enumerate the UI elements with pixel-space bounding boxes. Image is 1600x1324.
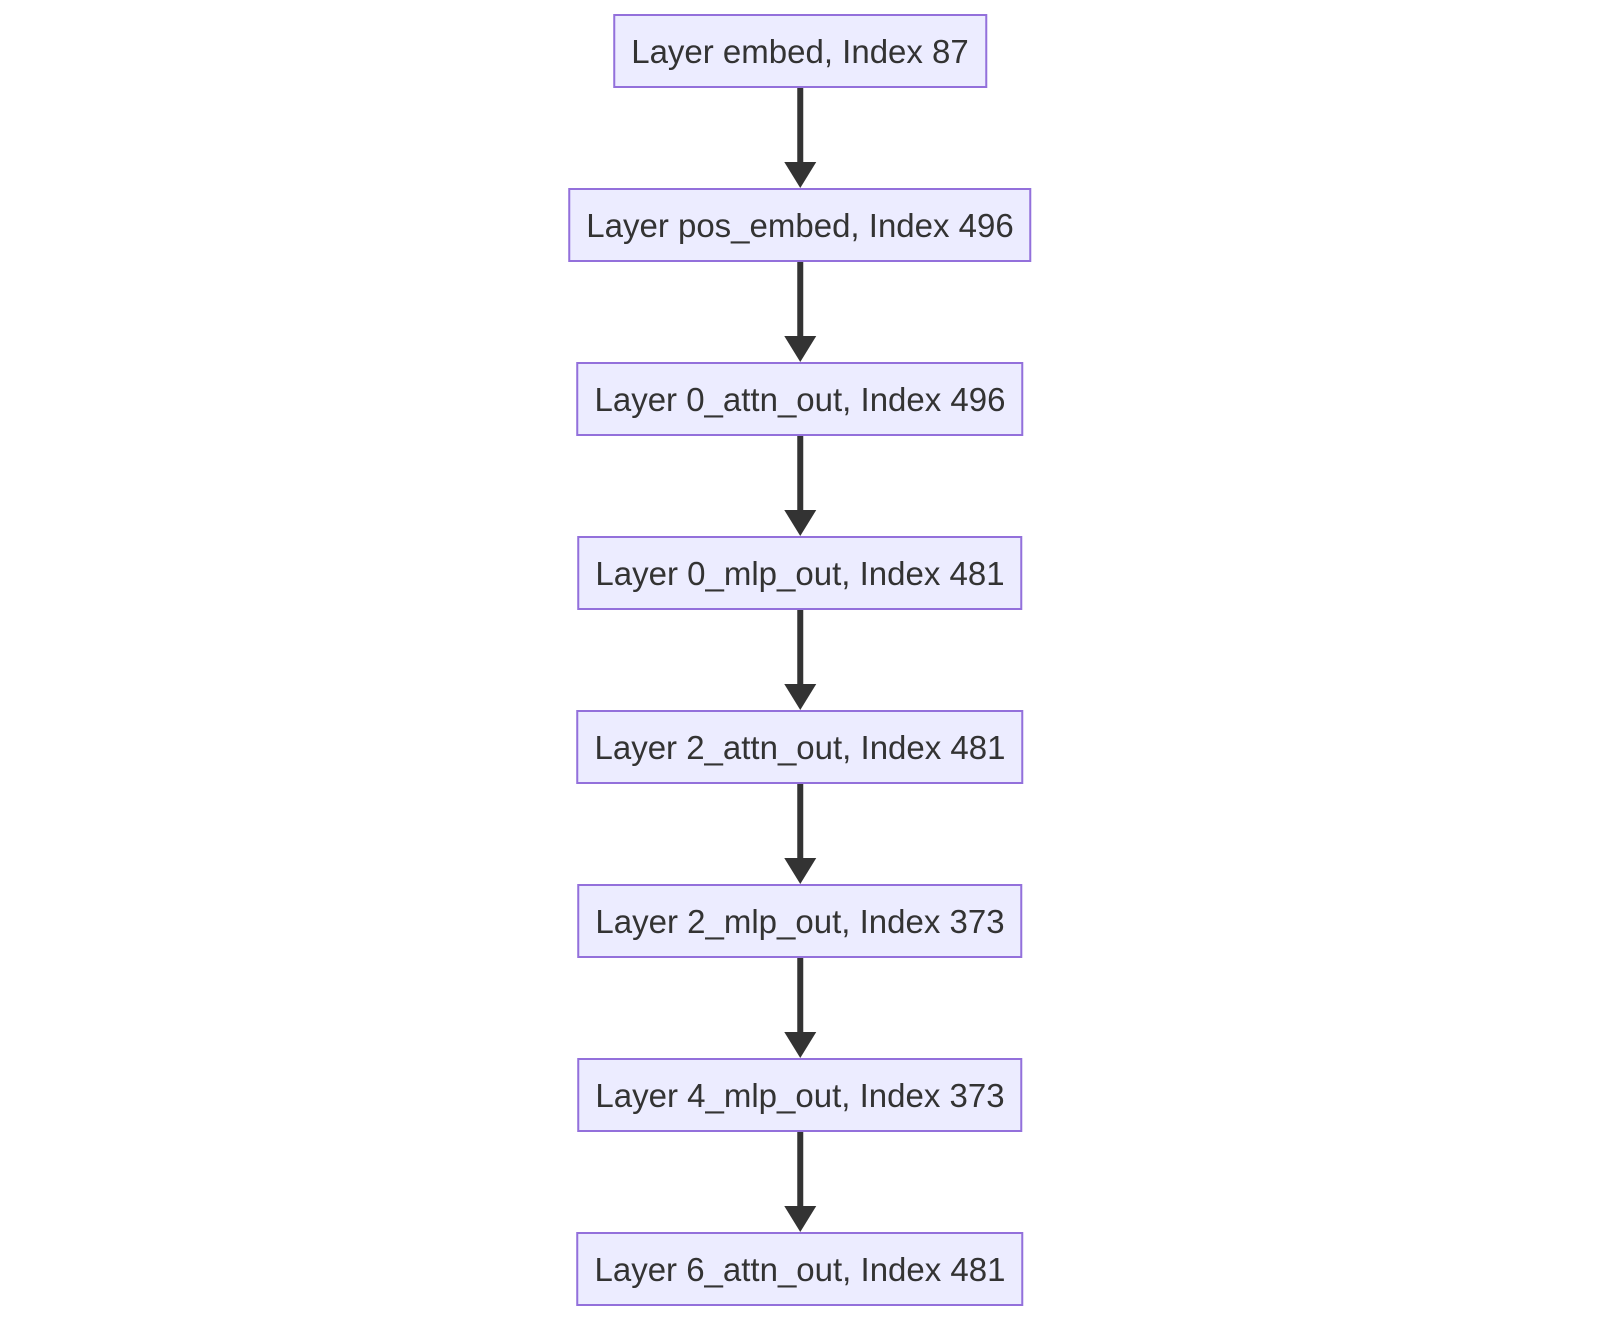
- node-label: Layer 2_mlp_out, Index 373: [595, 902, 1005, 940]
- arrow-down-icon: [783, 262, 816, 362]
- arrow-shaft: [796, 1132, 803, 1207]
- node-label: Layer 6_attn_out, Index 481: [594, 1250, 1006, 1288]
- node-label: Layer 0_attn_out, Index 496: [594, 380, 1006, 418]
- arrowhead-icon: [783, 510, 816, 536]
- arrowhead-icon: [783, 684, 816, 710]
- arrow-shaft: [796, 88, 803, 163]
- flow-node-4-mlp-out: Layer 4_mlp_out, Index 373: [577, 1058, 1023, 1132]
- arrow-down-icon: [783, 610, 816, 710]
- arrowhead-icon: [783, 336, 816, 362]
- flow-node-pos-embed: Layer pos_embed, Index 496: [568, 188, 1032, 262]
- arrow-shaft: [796, 610, 803, 685]
- node-label: Layer 2_attn_out, Index 481: [594, 728, 1006, 766]
- flow-node-2-attn-out: Layer 2_attn_out, Index 481: [576, 710, 1024, 784]
- arrow-down-icon: [783, 88, 816, 188]
- arrowhead-icon: [783, 858, 816, 884]
- arrow-down-icon: [783, 958, 816, 1058]
- node-label: Layer 4_mlp_out, Index 373: [595, 1076, 1005, 1114]
- flow-node-0-attn-out: Layer 0_attn_out, Index 496: [576, 362, 1024, 436]
- arrow-shaft: [796, 784, 803, 859]
- arrow-down-icon: [783, 784, 816, 884]
- arrow-down-icon: [783, 436, 816, 536]
- arrowhead-icon: [783, 1032, 816, 1058]
- flow-node-0-mlp-out: Layer 0_mlp_out, Index 481: [577, 536, 1023, 610]
- arrow-down-icon: [783, 1132, 816, 1232]
- arrow-shaft: [796, 262, 803, 337]
- node-label: Layer 0_mlp_out, Index 481: [595, 554, 1005, 592]
- flow-node-embed: Layer embed, Index 87: [613, 14, 987, 88]
- arrow-shaft: [796, 958, 803, 1033]
- arrowhead-icon: [783, 1206, 816, 1232]
- node-label: Layer embed, Index 87: [631, 32, 969, 70]
- flow-node-6-attn-out: Layer 6_attn_out, Index 481: [576, 1232, 1024, 1306]
- arrow-shaft: [796, 436, 803, 511]
- node-label: Layer pos_embed, Index 496: [586, 206, 1014, 244]
- arrowhead-icon: [783, 162, 816, 188]
- flow-node-2-mlp-out: Layer 2_mlp_out, Index 373: [577, 884, 1023, 958]
- flowchart: Layer embed, Index 87 Layer pos_embed, I…: [568, 14, 1032, 1306]
